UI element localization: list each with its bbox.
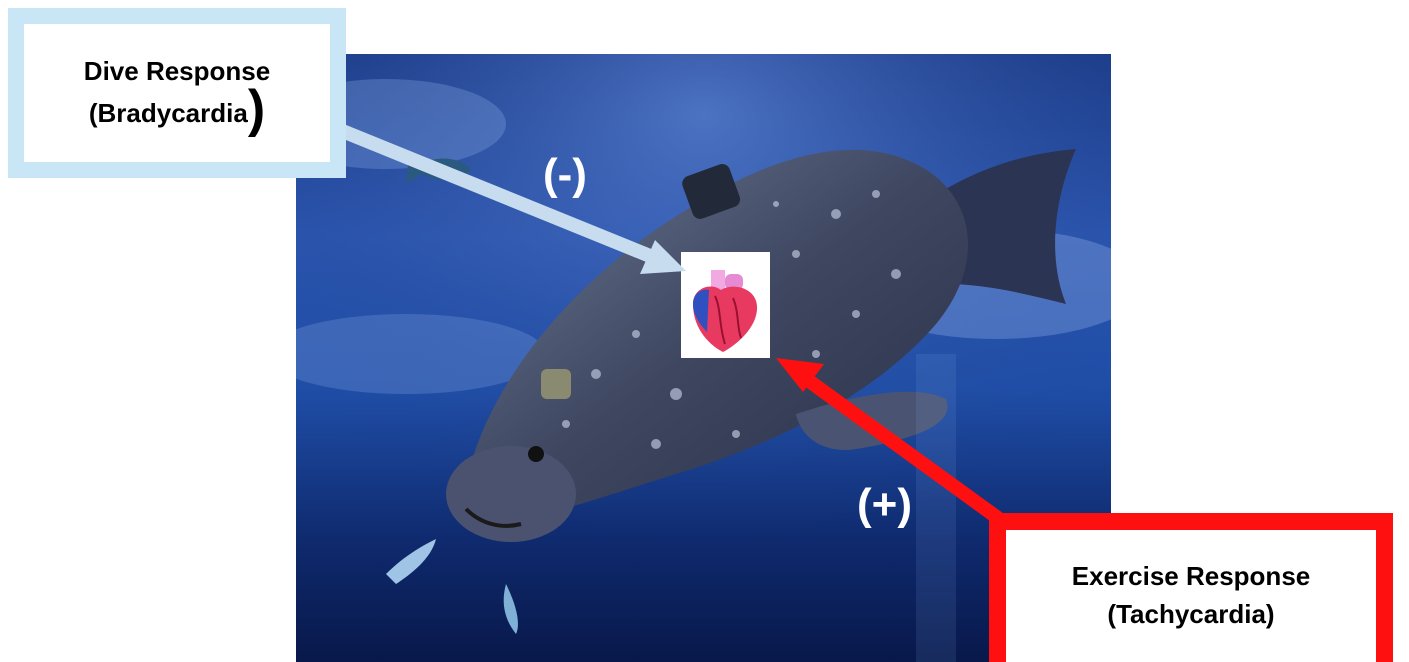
dive-response-subtitle-line: (Bradycardia) xyxy=(89,93,265,135)
dive-response-subtitle: (Bradycardia xyxy=(89,98,248,128)
dive-response-close-paren: ) xyxy=(248,80,265,138)
negative-sign-label: (-) xyxy=(543,150,587,200)
dive-response-arrow xyxy=(335,128,686,274)
positive-sign-label: (+) xyxy=(857,480,912,530)
exercise-response-title: Exercise Response xyxy=(1072,558,1310,596)
dive-response-label: Dive Response (Bradycardia) xyxy=(8,8,346,178)
exercise-response-subtitle: (Tachycardia) xyxy=(1107,596,1274,634)
dive-response-title: Dive Response xyxy=(84,51,270,93)
exercise-response-label: Exercise Response (Tachycardia) xyxy=(989,513,1393,662)
